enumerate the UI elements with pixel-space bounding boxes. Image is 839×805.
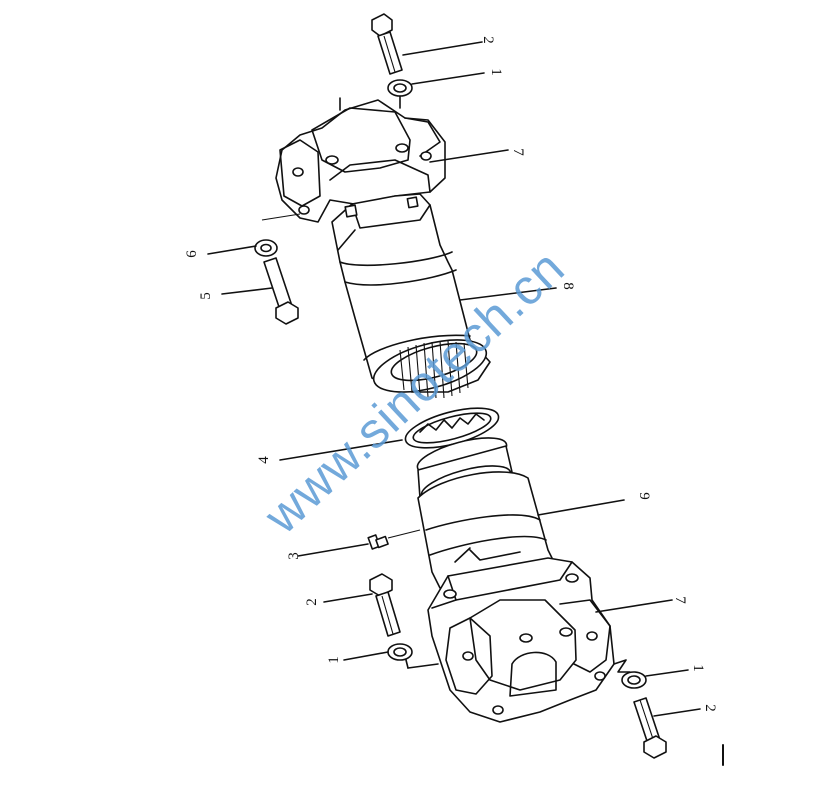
upper-yoke-flange [261, 97, 446, 223]
bottom-washer [621, 671, 647, 689]
callout-2-bottom: 2 [702, 704, 718, 712]
top-bolt [371, 13, 403, 75]
callout-2-mid: 2 [304, 598, 320, 606]
callout-4: 4 [256, 456, 272, 464]
grease-fitting-3 [367, 529, 421, 550]
mid-bolt [369, 573, 401, 637]
callout-6: 6 [184, 250, 200, 258]
callout-3: 3 [286, 552, 302, 560]
slip-tube-spline [372, 339, 488, 399]
lower-yoke-flange [427, 557, 631, 723]
mid-washer [387, 643, 413, 661]
callout-5: 5 [198, 292, 214, 300]
bolt-5 [263, 257, 299, 325]
callout-9: 9 [636, 492, 652, 500]
callout-1-bottom: 1 [690, 664, 706, 672]
callout-1-mid: 1 [326, 656, 342, 664]
callout-7-top: 7 [510, 148, 526, 156]
callout-1-top: 1 [488, 68, 504, 76]
callout-7-bottom: 7 [672, 596, 688, 604]
bottom-bolt [633, 697, 667, 759]
top-washer [387, 79, 413, 97]
callout-2-top: 2 [480, 36, 496, 44]
snap-ring-4 [404, 407, 500, 449]
callout-8: 8 [560, 282, 576, 290]
washer-6 [254, 239, 278, 257]
